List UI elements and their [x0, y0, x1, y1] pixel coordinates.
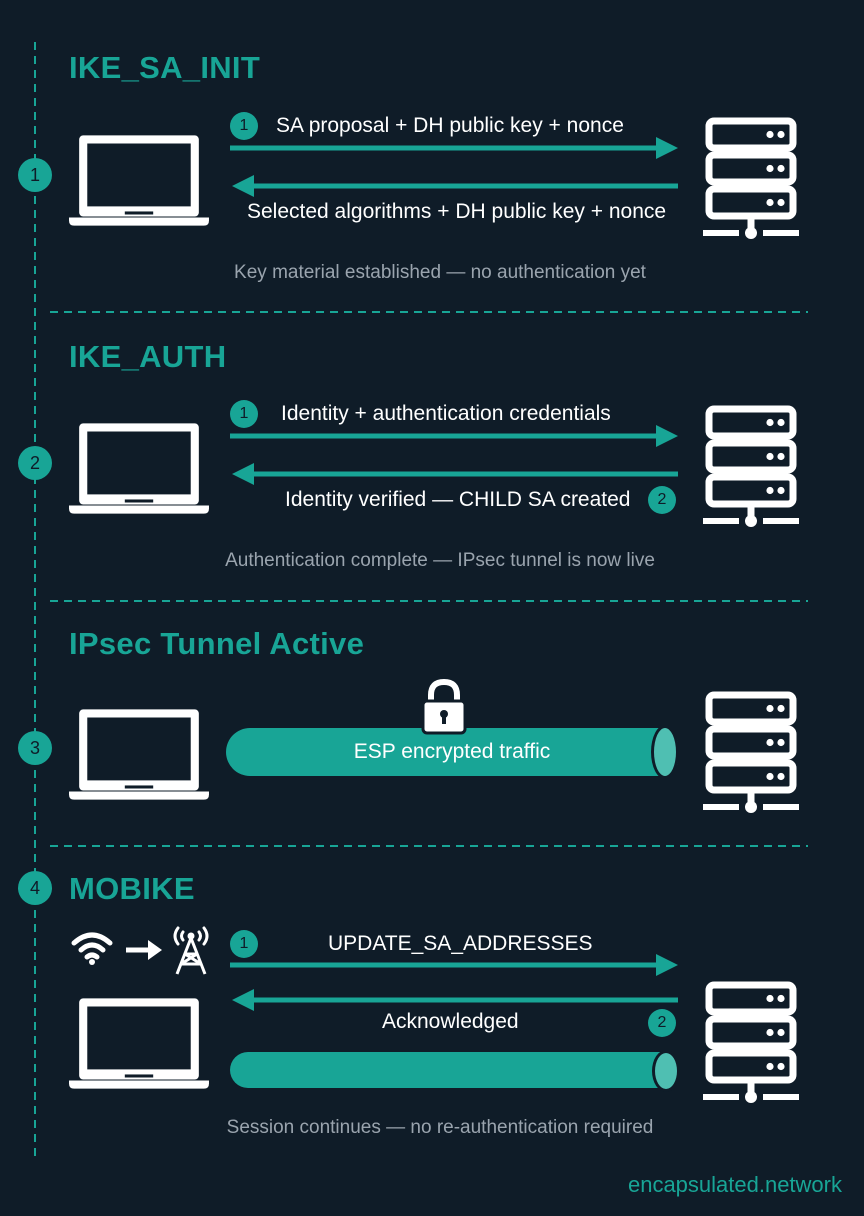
arrow-right	[230, 137, 678, 159]
laptop-icon	[69, 423, 209, 514]
tunnel-end	[652, 1050, 680, 1092]
arrow-left	[232, 175, 678, 197]
server-icon	[703, 691, 799, 815]
laptop-icon	[69, 998, 209, 1089]
cell-tower-icon	[173, 926, 209, 975]
server-icon	[703, 405, 799, 529]
section-title: IKE_AUTH	[69, 339, 227, 374]
server-icon	[703, 981, 799, 1105]
step-number: 2	[18, 446, 52, 480]
laptop-icon	[69, 135, 209, 226]
step-number: 3	[18, 731, 52, 765]
section-note: Key material established — no authentica…	[234, 262, 646, 283]
message-badge: 1	[230, 400, 258, 428]
message-label: UPDATE_SA_ADDRESSES	[328, 932, 593, 955]
arrow-left	[232, 989, 678, 1011]
tunnel-label: ESP encrypted traffic	[353, 740, 551, 763]
message-label: Selected algorithms + DH public key + no…	[247, 200, 667, 223]
lock-icon	[421, 678, 467, 735]
footer-brand: encapsulated.network	[627, 1172, 842, 1197]
section-title: IKE_SA_INIT	[69, 50, 261, 85]
message-label: Identity + authentication credentials	[281, 402, 611, 425]
arrow-right	[230, 954, 678, 976]
section-title: IPsec Tunnel Active	[69, 626, 365, 661]
arrow-right-icon	[126, 940, 162, 960]
section-note: Session continues — no re-authentication…	[226, 1117, 654, 1138]
server-icon	[703, 117, 799, 241]
step-number: 1	[18, 158, 52, 192]
message-badge: 1	[230, 930, 258, 958]
section-title: MOBIKE	[69, 871, 195, 906]
message-badge: 2	[648, 486, 676, 514]
tunnel-end	[651, 725, 679, 779]
arrow-left	[232, 463, 678, 485]
ipsec-tunnel	[230, 1052, 678, 1088]
section-note: Authentication complete — IPsec tunnel i…	[225, 550, 655, 571]
message-badge: 2	[648, 1009, 676, 1037]
laptop-icon	[69, 709, 209, 800]
message-label: Acknowledged	[382, 1010, 519, 1033]
step-number: 4	[18, 871, 52, 905]
ipsec-tunnel: ESP encrypted traffic	[226, 728, 678, 776]
wifi-icon	[71, 932, 113, 965]
message-badge: 1	[230, 112, 258, 140]
message-label: SA proposal + DH public key + nonce	[276, 114, 624, 137]
message-label: Identity verified — CHILD SA created	[285, 488, 631, 511]
arrow-right	[230, 425, 678, 447]
